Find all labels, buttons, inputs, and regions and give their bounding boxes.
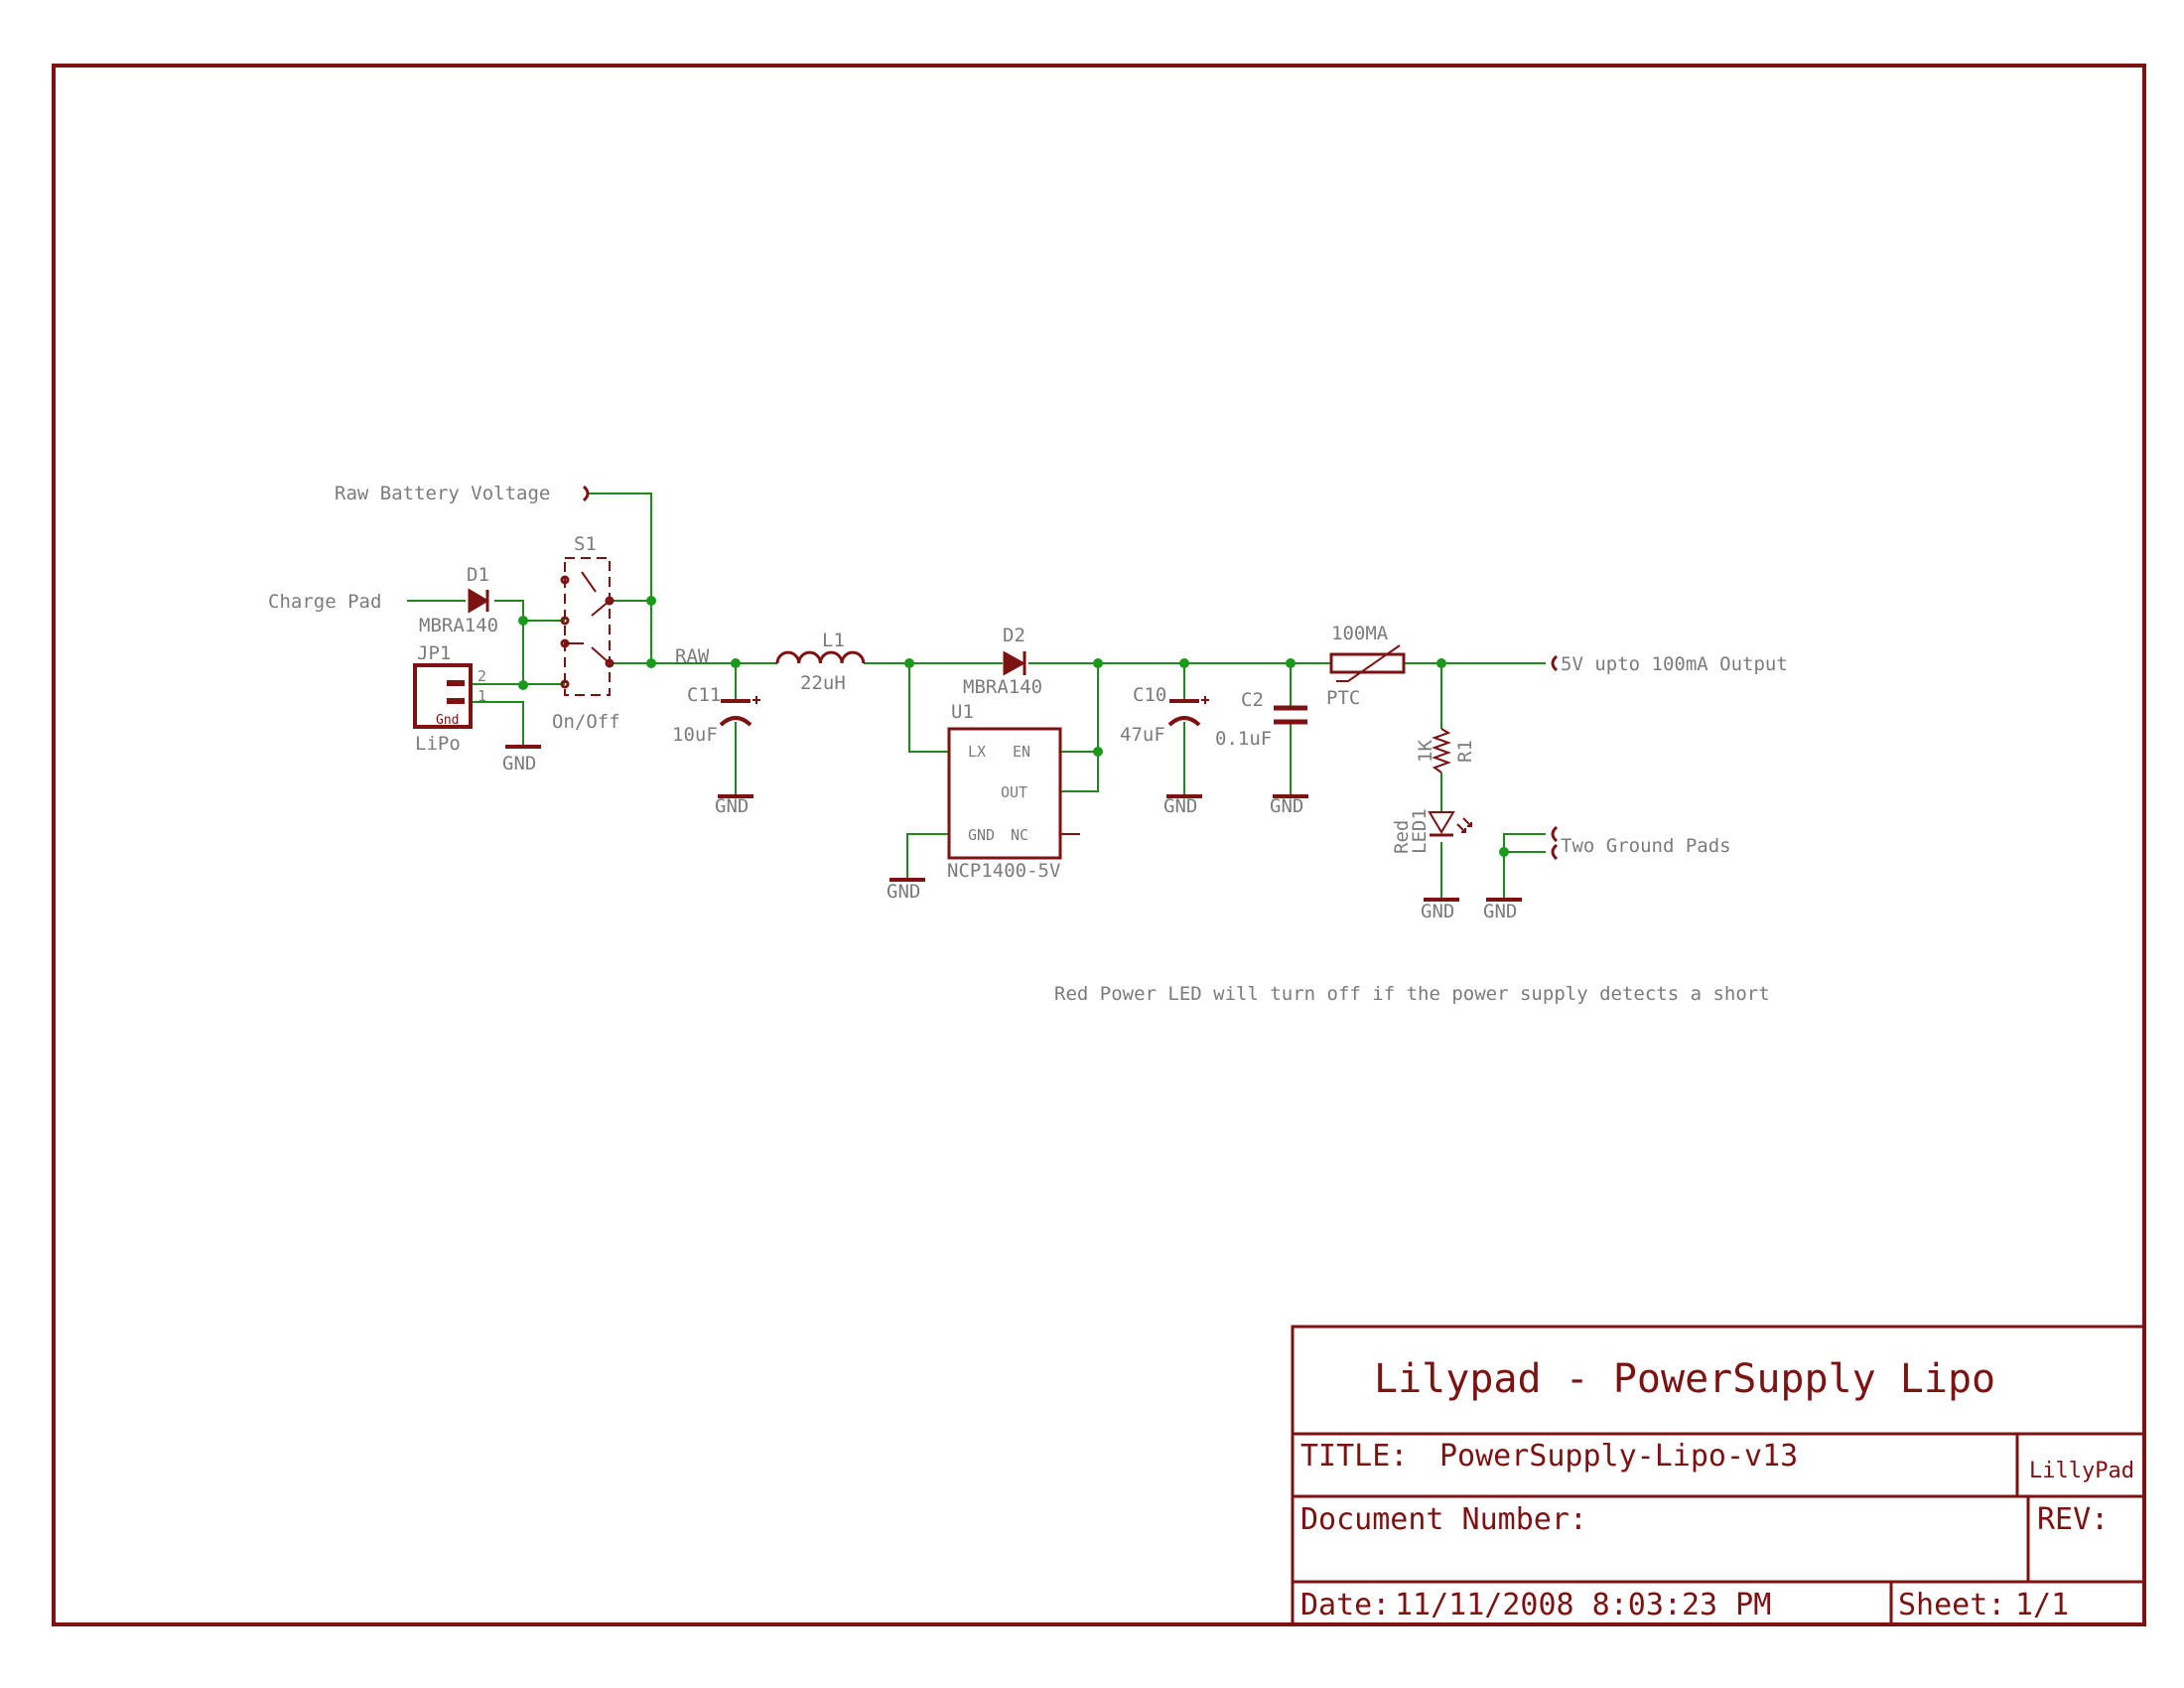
u1-pin-en: EN bbox=[1013, 743, 1030, 761]
connector-jp1-icon bbox=[413, 663, 473, 729]
l1-value: 22uH bbox=[800, 672, 846, 694]
gnd-label: GND bbox=[1483, 901, 1517, 922]
led1-value: Red bbox=[1391, 820, 1413, 854]
company-label: LillyPad bbox=[2029, 1459, 2134, 1483]
title-block: Lilypad - PowerSupply Lipo TITLE: PowerS… bbox=[1291, 1325, 2146, 1626]
raw-battery-connector-icon bbox=[582, 485, 590, 502]
led1-name: LED1 bbox=[1409, 808, 1431, 854]
ptc-fuse-icon bbox=[1329, 644, 1406, 682]
c11-name: C11 bbox=[687, 684, 721, 706]
c2-name: C2 bbox=[1241, 689, 1264, 711]
ground-symbols bbox=[505, 745, 1522, 902]
diode-d1-icon bbox=[468, 588, 489, 614]
d1-value: MBRA140 bbox=[419, 615, 498, 636]
jp1-name: JP1 bbox=[417, 642, 451, 664]
r1-name: R1 bbox=[1454, 740, 1476, 763]
gnd-label: GND bbox=[502, 753, 536, 774]
net-raw-label: RAW bbox=[675, 645, 710, 667]
r1-value: 1K bbox=[1415, 740, 1436, 763]
d2-name: D2 bbox=[1003, 625, 1025, 646]
u1-pin-gnd: GND bbox=[968, 826, 995, 844]
gnd-label: GND bbox=[1421, 901, 1454, 922]
sheet-value: 1/1 bbox=[2015, 1588, 2069, 1622]
ground-pad-2-icon bbox=[1551, 843, 1559, 861]
rev-label: REV: bbox=[2037, 1502, 2109, 1537]
wires bbox=[407, 492, 1546, 898]
s1-value: On/Off bbox=[552, 711, 620, 733]
u1-name: U1 bbox=[951, 701, 974, 723]
d2-value: MBRA140 bbox=[963, 676, 1042, 698]
resistor-r1-icon bbox=[1432, 728, 1451, 774]
date-label: Date: bbox=[1300, 1588, 1390, 1622]
c10-value: 47uF bbox=[1120, 724, 1165, 746]
net-ground-pads-label: Two Ground Pads bbox=[1561, 835, 1731, 857]
jp1-pin2: 2 bbox=[478, 667, 486, 685]
c11-value: 10uF bbox=[672, 724, 718, 746]
gnd-label: GND bbox=[1163, 795, 1197, 817]
capacitor-c11-icon bbox=[719, 696, 760, 727]
net-charge-pad-label: Charge Pad bbox=[268, 591, 381, 613]
s1-name: S1 bbox=[574, 533, 597, 555]
date-value: 11/11/2008 8:03:23 PM bbox=[1395, 1588, 1771, 1622]
diode-d2-icon bbox=[1003, 650, 1026, 676]
c10-name: C10 bbox=[1133, 684, 1166, 706]
switch-s1-icon bbox=[560, 557, 614, 696]
schematic-note: Red Power LED will turn off if the power… bbox=[1054, 983, 1770, 1005]
gnd-label: GND bbox=[715, 795, 749, 817]
gnd-label: GND bbox=[1270, 795, 1303, 817]
jp1-gnd-label: Gnd bbox=[436, 713, 459, 728]
sheet-label: Sheet: bbox=[1898, 1588, 2005, 1622]
d1-name: D1 bbox=[467, 564, 489, 586]
c2-value: 0.1uF bbox=[1215, 728, 1272, 750]
led-icon bbox=[1428, 811, 1472, 837]
capacitor-c2-icon bbox=[1274, 705, 1307, 725]
net-raw-battery-label: Raw Battery Voltage bbox=[335, 483, 550, 504]
ptc-value: 100MA bbox=[1331, 623, 1389, 644]
u1-pin-lx: LX bbox=[968, 743, 986, 761]
document-number-label: Document Number: bbox=[1300, 1502, 1587, 1537]
output-connector-icon bbox=[1551, 654, 1559, 672]
ground-pad-1-icon bbox=[1551, 825, 1559, 843]
l1-name: L1 bbox=[822, 630, 845, 651]
title-value: PowerSupply-Lipo-v13 bbox=[1439, 1439, 1798, 1474]
jp1-pin1: 1 bbox=[478, 687, 486, 705]
gnd-label: GND bbox=[887, 881, 920, 903]
junctions bbox=[518, 596, 1509, 857]
sheet-border bbox=[52, 64, 2146, 1626]
jp1-value: LiPo bbox=[415, 733, 461, 755]
u1-pin-out: OUT bbox=[1001, 783, 1027, 801]
u1-pin-nc: NC bbox=[1011, 826, 1028, 844]
title-label: TITLE: bbox=[1300, 1439, 1408, 1474]
inductor-l1-icon bbox=[775, 650, 866, 664]
capacitor-c10-icon bbox=[1167, 696, 1209, 727]
net-output-label: 5V upto 100mA Output bbox=[1561, 653, 1788, 675]
regulator-u1-icon bbox=[947, 727, 1080, 860]
ptc-name: PTC bbox=[1326, 687, 1360, 709]
u1-value: NCP1400-5V bbox=[947, 860, 1060, 882]
sheet-heading: Lilypad - PowerSupply Lipo bbox=[1374, 1356, 1995, 1402]
